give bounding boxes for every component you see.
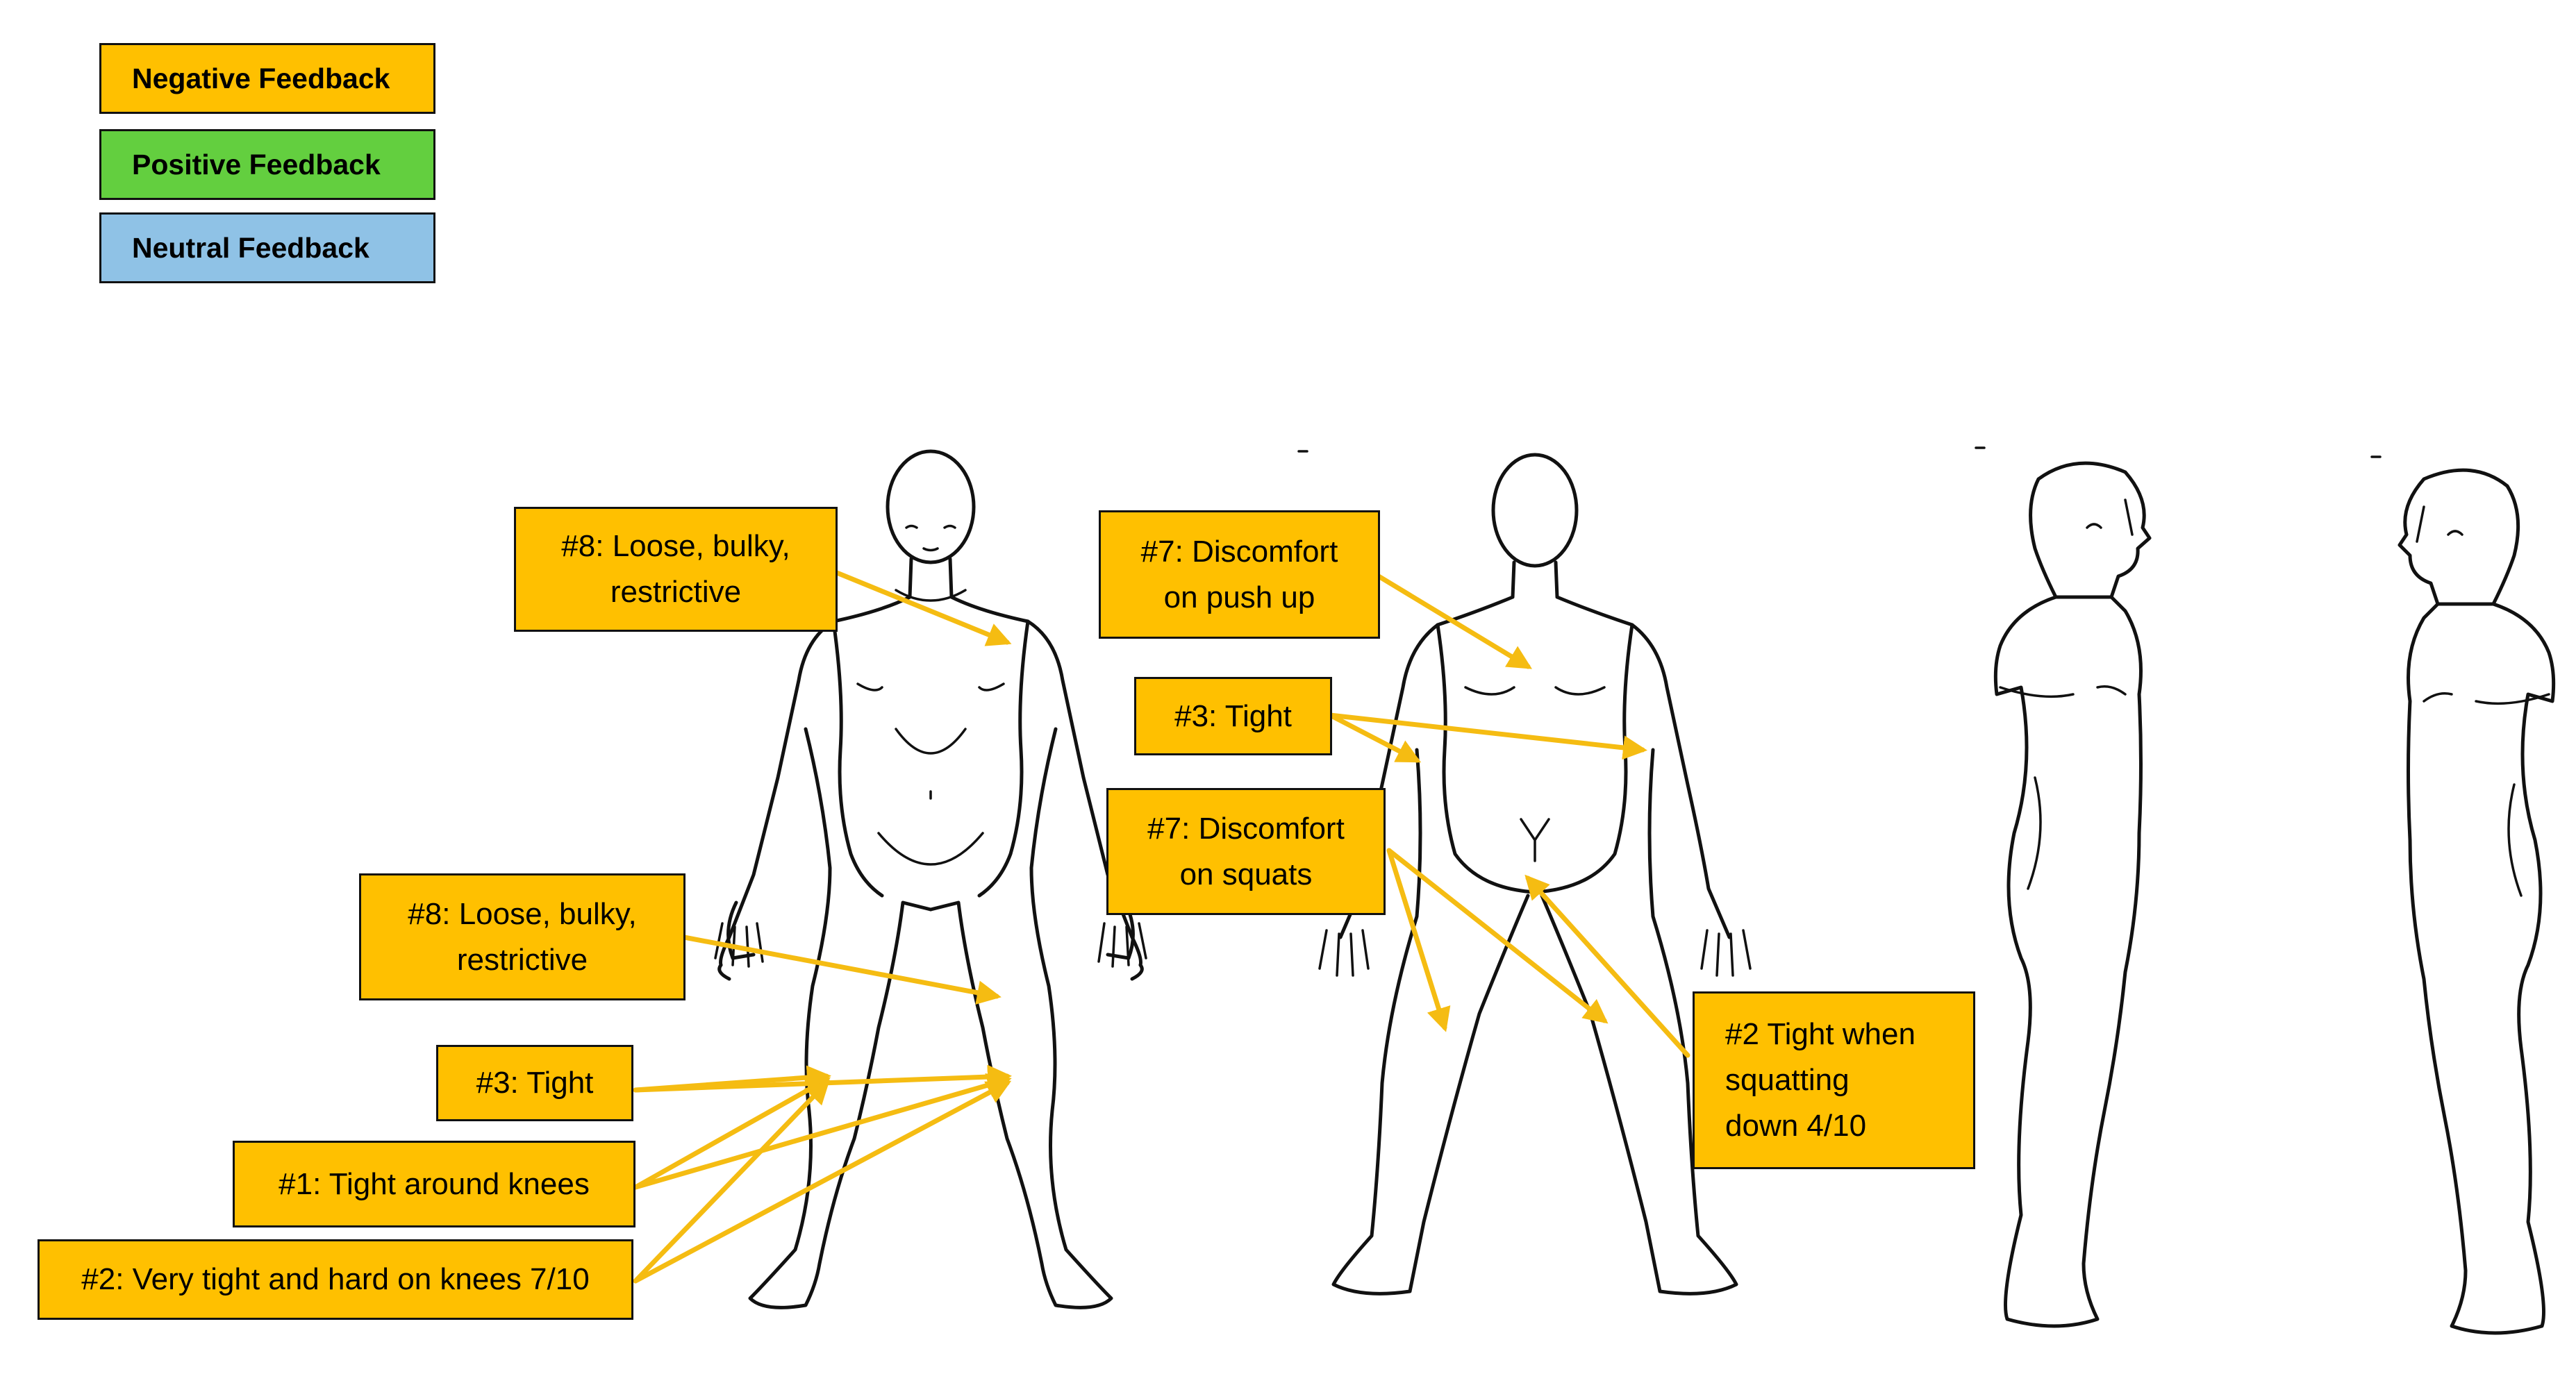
note-front-chest: #8: Loose, bulky, restrictive — [514, 507, 838, 632]
arrow-very-tight-right — [633, 1079, 830, 1284]
legend-neutral: Neutral Feedback — [99, 212, 435, 283]
arrow-back-tight-right — [1327, 712, 1647, 760]
note-squats: #7: Discomfort on squats — [1106, 788, 1386, 915]
back-view-figure — [1318, 453, 1752, 1296]
note-tight-around-knees: #1: Tight around knees — [233, 1141, 635, 1227]
arrow-back-tight-left — [1327, 712, 1422, 763]
note-push-up-text: #7: Discomfort on push up — [1140, 534, 1338, 614]
arrow-front-chest — [834, 570, 1012, 646]
note-squatting-down-text: #2 Tight when squatting down 4/10 — [1725, 1017, 1916, 1143]
arrow-front-thigh — [681, 934, 1002, 1005]
note-squatting-down: #2 Tight when squatting down 4/10 — [1693, 991, 1975, 1169]
note-tight-back-text: #3: Tight — [1174, 698, 1292, 733]
arrow-very-tight-left — [633, 1080, 1012, 1284]
note-front-chest-text: #8: Loose, bulky, restrictive — [561, 529, 790, 609]
note-tight-around-knees-text: #1: Tight around knees — [279, 1166, 590, 1201]
left-side-figure — [2398, 468, 2556, 1335]
legend-positive-label: Positive Feedback — [132, 148, 381, 181]
note-squats-text: #7: Discomfort on squats — [1147, 811, 1345, 891]
note-tight-front: #3: Tight — [436, 1045, 633, 1121]
annotation-arrows — [633, 570, 1690, 1284]
right-side-figure — [1993, 461, 2152, 1328]
legend-positive: Positive Feedback — [99, 129, 435, 200]
legend-negative: Negative Feedback — [99, 43, 435, 114]
arrow-knees-left — [633, 1073, 1012, 1190]
arrow-squats-right-leg — [1386, 848, 1609, 1024]
arrow-back-shoulder — [1376, 573, 1532, 669]
note-front-thigh: #8: Loose, bulky, restrictive — [359, 873, 685, 1000]
legend-negative-label: Negative Feedback — [132, 62, 390, 94]
note-very-tight-knees: #2: Very tight and hard on knees 7/10 — [38, 1239, 633, 1320]
note-tight-front-text: #3: Tight — [476, 1066, 594, 1100]
arrow-knees-right — [633, 1077, 831, 1190]
note-front-thigh-text: #8: Loose, bulky, restrictive — [408, 896, 637, 977]
legend-neutral-label: Neutral Feedback — [132, 231, 369, 264]
note-push-up: #7: Discomfort on push up — [1099, 510, 1380, 639]
arrow-squats-left-leg — [1386, 848, 1451, 1032]
note-tight-back: #3: Tight — [1134, 677, 1332, 755]
note-very-tight-knees-text: #2: Very tight and hard on knees 7/10 — [81, 1262, 590, 1296]
arrow-squatting-seat — [1524, 874, 1690, 1058]
front-view-figure — [714, 449, 1147, 1309]
